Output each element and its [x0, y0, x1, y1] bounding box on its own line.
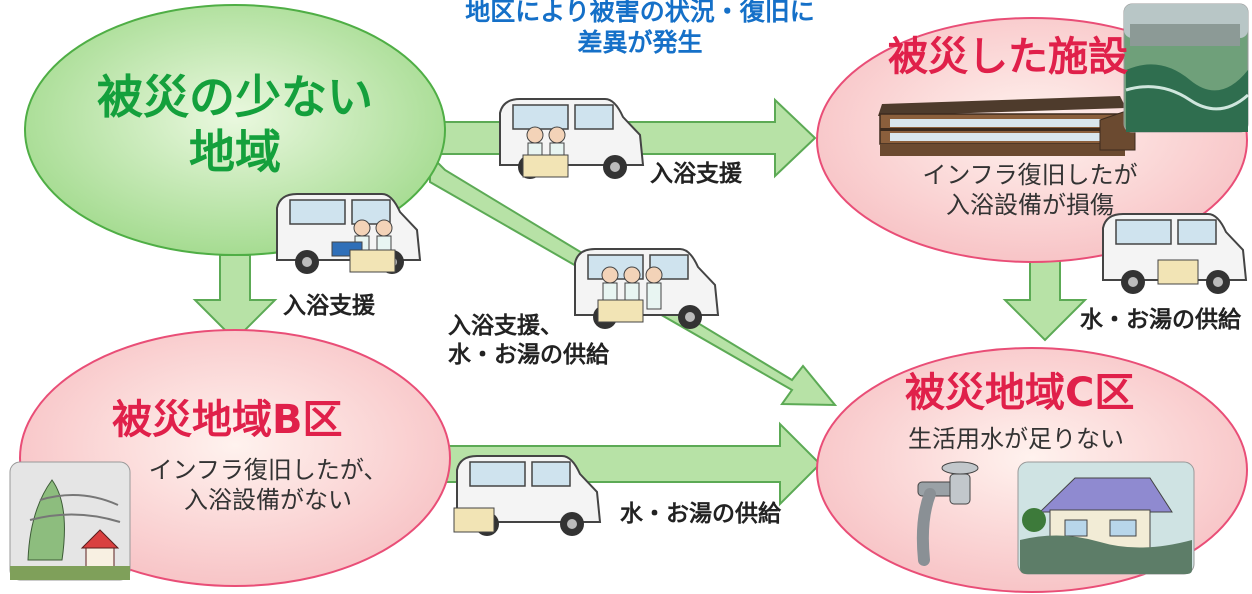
region-c-title: 被災地域C区: [905, 370, 1135, 416]
faucet-illustration: [916, 461, 979, 566]
arrow-a-to-c: [429, 152, 838, 407]
storm-illustration: [9, 461, 131, 581]
label-a-to-c-line2: 水・お湯の供給: [448, 341, 609, 368]
region-b-desc: インフラ復旧したが、 入浴設備がない: [138, 455, 398, 515]
facility-desc: インフラ復旧したが 入浴設備が損傷: [900, 160, 1160, 220]
flooded-house-photo: [1017, 461, 1195, 575]
van-illustration-bottom: [453, 455, 602, 536]
region-a-title: 被災の少ない 地域: [60, 70, 410, 180]
top-note-line1: 地区により被害の状況・復旧に: [465, 0, 815, 26]
label-a-to-facility: 入浴支援: [650, 161, 742, 187]
region-a-ellipse: [24, 4, 446, 256]
facility-desc-line1: インフラ復旧したが: [922, 161, 1138, 189]
region-c-desc: 生活用水が足りない: [908, 425, 1124, 453]
region-b-desc-line1: インフラ復旧したが、: [148, 456, 388, 484]
region-a-title-line2: 地域: [189, 125, 281, 180]
label-facility-to-c: 水・お湯の供給: [1080, 307, 1241, 333]
van-illustration-top: [499, 98, 645, 179]
van-illustration-middle: [574, 248, 720, 329]
van-illustration-left: [276, 193, 422, 274]
arrow-facility-to-c: [1002, 254, 1088, 342]
label-a-to-b: 入浴支援: [283, 293, 375, 319]
top-note-line2: 差異が発生: [577, 28, 703, 58]
region-a-title-line1: 被災の少ない: [97, 70, 373, 124]
flood-photo: [1123, 3, 1249, 133]
region-b-desc-line2: 入浴設備がない: [184, 486, 352, 514]
facility-desc-line2: 入浴設備が損傷: [946, 191, 1114, 219]
label-a-to-c-line1: 入浴支援、: [448, 313, 563, 339]
label-a-to-c: 入浴支援、 水・お湯の供給: [448, 312, 609, 370]
arrow-a-to-b: [192, 254, 278, 342]
van-illustration-right: [1102, 213, 1248, 294]
label-b-to-c: 水・お湯の供給: [620, 501, 781, 527]
facility-title: 被災した施設: [888, 34, 1128, 80]
region-b-title: 被災地域B区: [112, 397, 343, 443]
facility-building-illustration: [878, 96, 1136, 156]
top-note: 地区により被害の状況・復旧に 差異が発生: [400, 0, 880, 59]
